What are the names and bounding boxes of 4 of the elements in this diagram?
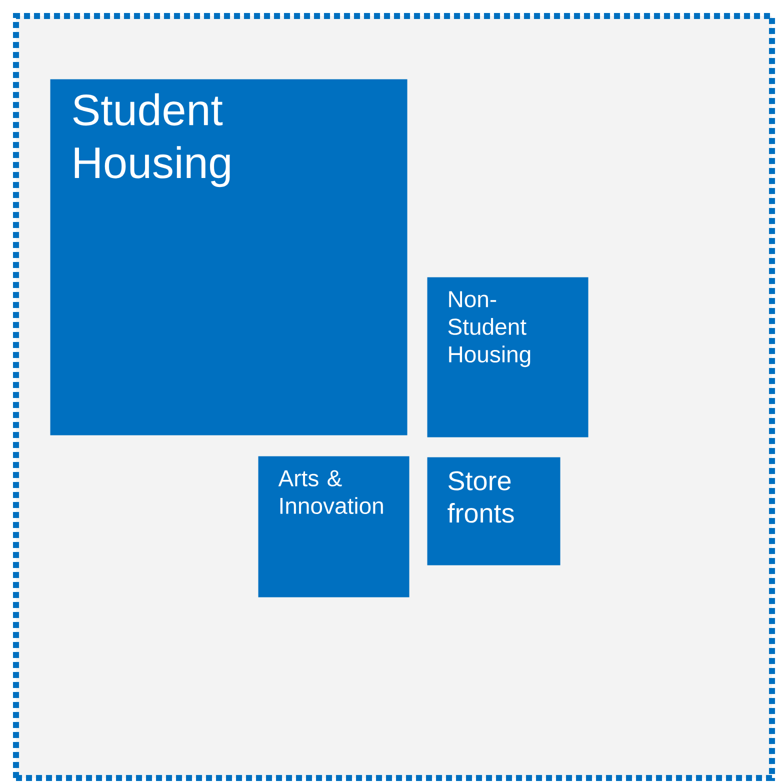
category-box: Student Housing <box>50 79 408 436</box>
category-box: Arts & Innovation <box>258 456 410 598</box>
category-box: Non-Student Housing <box>427 277 588 438</box>
category-box: Store fronts <box>427 457 560 566</box>
